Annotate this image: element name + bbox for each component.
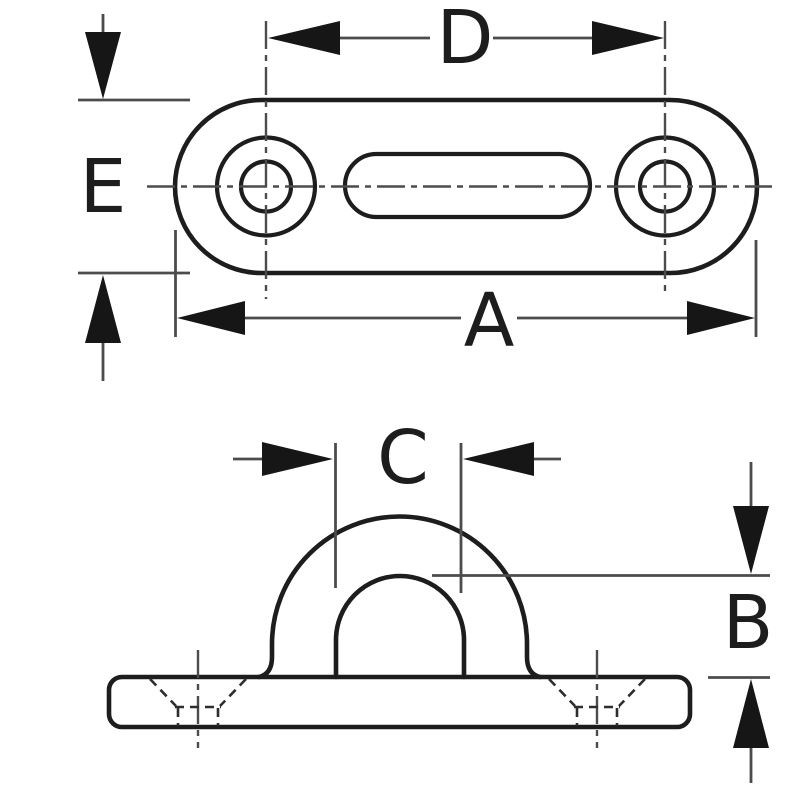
- eye-outer-arch: [256, 514, 543, 680]
- dim-label-e: E: [80, 144, 127, 230]
- dimension-d: D: [268, 0, 664, 81]
- dim-a-arrow-left-icon: [177, 301, 245, 335]
- side-view: [106, 514, 693, 748]
- base-plate-outline: [106, 674, 693, 730]
- hidden-hole-right-countersink-left: [548, 678, 576, 707]
- dim-a-arrow-right-icon: [687, 301, 755, 335]
- dim-label-a: A: [464, 278, 515, 364]
- dim-label-c: C: [377, 415, 429, 501]
- hidden-hole-left: [149, 650, 247, 748]
- hidden-hole-left-countersink-right: [219, 678, 247, 707]
- hidden-hole-right-countersink-right: [618, 678, 646, 707]
- dim-c-arrow-left-icon: [463, 442, 534, 476]
- top-view: [147, 21, 772, 299]
- dim-e-arrow-down-icon: [85, 32, 121, 99]
- hidden-hole-right: [548, 650, 646, 748]
- hidden-hole-left-countersink-left: [149, 678, 177, 707]
- dim-d-arrow-left-icon: [268, 21, 340, 55]
- dimension-a: A: [174, 230, 758, 364]
- dimension-b: B: [432, 462, 773, 783]
- dim-b-arrow-up-icon: [733, 679, 769, 748]
- dimension-c: C: [233, 415, 561, 593]
- dim-d-arrow-right-icon: [592, 21, 664, 55]
- dim-c-arrow-right-icon: [262, 442, 333, 476]
- dimension-e: E: [78, 14, 190, 381]
- dim-label-d: D: [437, 0, 494, 81]
- dim-b-arrow-down-icon: [733, 506, 769, 574]
- dim-e-arrow-up-icon: [85, 275, 121, 343]
- eye-inner-opening: [333, 573, 467, 680]
- dim-label-b: B: [723, 580, 774, 666]
